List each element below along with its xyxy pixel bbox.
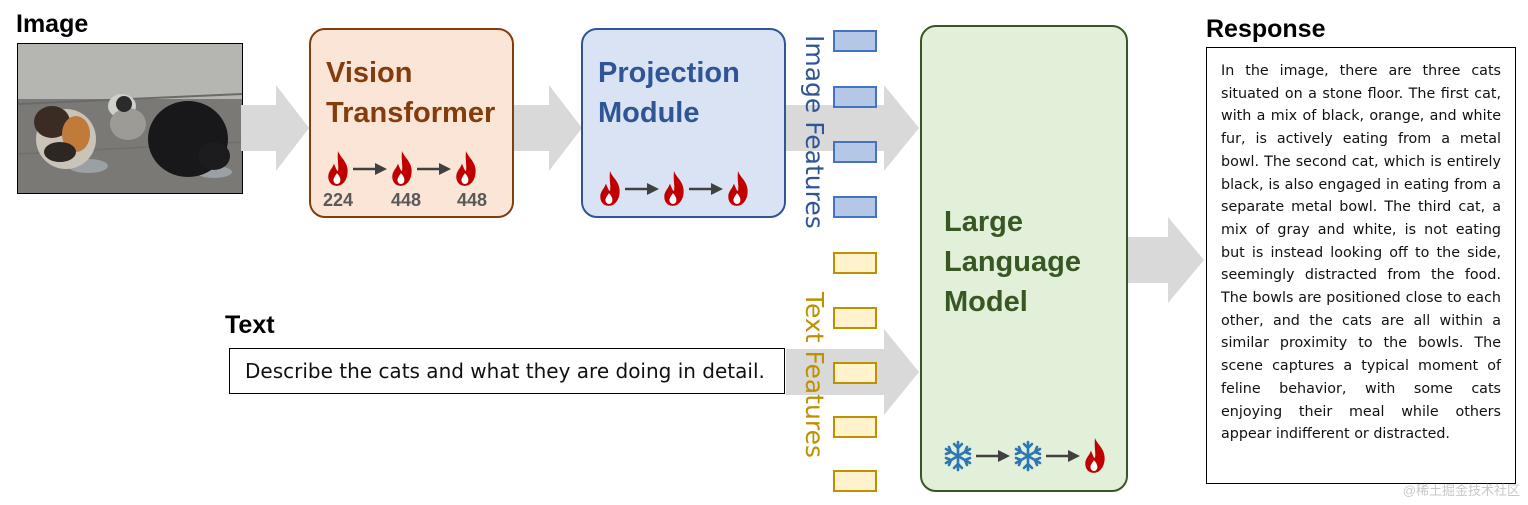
- image-heading: Image: [16, 10, 89, 38]
- resolution-stage-3: 448: [457, 190, 488, 210]
- resolution-stage-1: 224: [323, 190, 354, 210]
- vision-transformer-box: Vision Transformer 224 448 448: [309, 28, 514, 218]
- cat-photo: [17, 43, 243, 194]
- resolution-stage-2: 448: [391, 190, 422, 210]
- llm-title: Large Language Model: [944, 206, 1081, 318]
- projection-module-title: Projection Module: [598, 57, 740, 129]
- text-heading: Text: [225, 311, 275, 339]
- flow-arrow-vit-to-proj: [514, 85, 582, 171]
- fire-icon: [453, 150, 479, 188]
- snowflake-icon: [1012, 439, 1044, 473]
- text-feature-token: [833, 307, 877, 329]
- stage-arrow-icon: [976, 449, 1010, 463]
- text-features-label: Text Features: [800, 292, 829, 459]
- text-feature-token: [833, 252, 877, 274]
- text-feature-token: [833, 416, 877, 438]
- fire-icon: [1082, 437, 1108, 475]
- stage-arrow-icon: [625, 182, 659, 196]
- image-feature-token: [833, 141, 877, 163]
- fire-icon: [597, 170, 623, 208]
- projection-module-box: Projection Module: [581, 28, 786, 218]
- stage-arrow-icon: [417, 162, 451, 176]
- flow-arrow-proj-to-llm: [786, 85, 919, 171]
- vit-training-stages: [325, 150, 479, 188]
- fire-icon: [325, 150, 351, 188]
- stage-arrow-icon: [1046, 449, 1080, 463]
- llm-training-stages: [942, 437, 1108, 475]
- response-heading: Response: [1206, 15, 1326, 43]
- vision-transformer-title: Vision Transformer: [326, 57, 496, 129]
- text-feature-token: [833, 362, 877, 384]
- watermark: @稀土掘金技术社区: [1402, 483, 1520, 498]
- image-feature-token: [833, 86, 877, 108]
- flow-arrow-image-to-vit: [241, 85, 309, 171]
- text-feature-token: [833, 470, 877, 492]
- image-feature-token: [833, 30, 877, 52]
- stage-arrow-icon: [689, 182, 723, 196]
- text-prompt: Describe the cats and what they are doin…: [229, 348, 785, 394]
- fire-icon: [725, 170, 751, 208]
- projection-training-stages: [597, 170, 751, 208]
- fire-icon: [389, 150, 415, 188]
- stage-arrow-icon: [353, 162, 387, 176]
- response-text: In the image, there are three cats situa…: [1206, 47, 1516, 484]
- snowflake-icon: [942, 439, 974, 473]
- image-feature-token: [833, 196, 877, 218]
- flow-arrow-llm-to-response: [1128, 217, 1204, 303]
- image-features-label: Image Features: [800, 35, 829, 229]
- fire-icon: [661, 170, 687, 208]
- llm-box: Large Language Model: [920, 25, 1128, 492]
